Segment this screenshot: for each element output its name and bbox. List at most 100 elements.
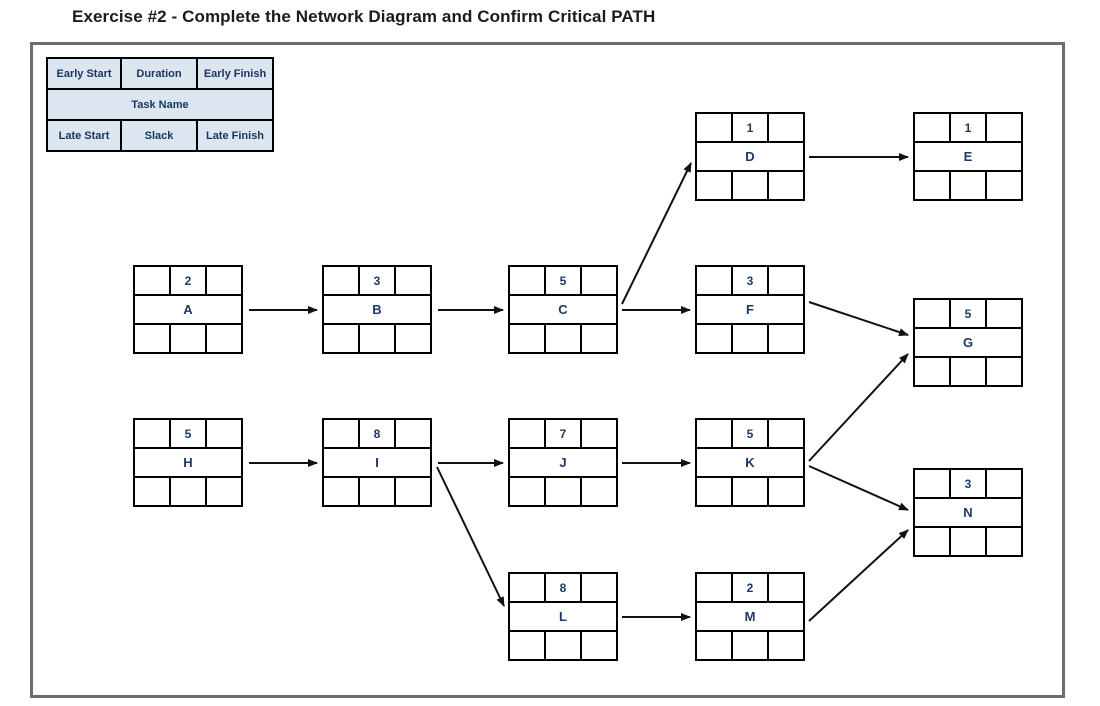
node-G: 5 G bbox=[913, 298, 1023, 387]
node-K-early-finish bbox=[769, 420, 803, 447]
node-L-task-name: L bbox=[510, 603, 616, 630]
node-H-slack bbox=[171, 478, 205, 505]
node-E-late-finish bbox=[987, 172, 1021, 199]
node-I-early-finish bbox=[396, 420, 430, 447]
node-K-late-start bbox=[697, 478, 731, 505]
node-K-slack bbox=[733, 478, 767, 505]
node-D-duration: 1 bbox=[733, 114, 767, 141]
node-A-early-finish bbox=[207, 267, 241, 294]
node-H: 5 H bbox=[133, 418, 243, 507]
node-B-late-finish bbox=[396, 325, 430, 352]
node-N: 3 N bbox=[913, 468, 1023, 557]
node-G-early-start bbox=[915, 300, 949, 327]
node-M-early-start bbox=[697, 574, 731, 601]
node-M-duration: 2 bbox=[733, 574, 767, 601]
node-B-duration: 3 bbox=[360, 267, 394, 294]
node-A-slack bbox=[171, 325, 205, 352]
node-H-early-start bbox=[135, 420, 169, 447]
node-E-early-finish bbox=[987, 114, 1021, 141]
node-N-task-name: N bbox=[915, 499, 1021, 526]
node-L-early-start bbox=[510, 574, 544, 601]
node-J-early-finish bbox=[582, 420, 616, 447]
legend-late-start: Late Start bbox=[48, 121, 120, 150]
node-G-task-name: G bbox=[915, 329, 1021, 356]
node-I-late-start bbox=[324, 478, 358, 505]
node-B-late-start bbox=[324, 325, 358, 352]
node-E-early-start bbox=[915, 114, 949, 141]
node-G-duration: 5 bbox=[951, 300, 985, 327]
node-I-duration: 8 bbox=[360, 420, 394, 447]
node-C-task-name: C bbox=[510, 296, 616, 323]
node-K-duration: 5 bbox=[733, 420, 767, 447]
node-M-early-finish bbox=[769, 574, 803, 601]
node-B-slack bbox=[360, 325, 394, 352]
node-E: 1 E bbox=[913, 112, 1023, 201]
node-N-late-finish bbox=[987, 528, 1021, 555]
node-A: 2 A bbox=[133, 265, 243, 354]
node-C-early-start bbox=[510, 267, 544, 294]
node-N-slack bbox=[951, 528, 985, 555]
node-G-late-start bbox=[915, 358, 949, 385]
node-F-late-finish bbox=[769, 325, 803, 352]
node-J-late-start bbox=[510, 478, 544, 505]
legend-late-finish: Late Finish bbox=[198, 121, 272, 150]
node-M-late-finish bbox=[769, 632, 803, 659]
node-F-early-start bbox=[697, 267, 731, 294]
node-C-duration: 5 bbox=[546, 267, 580, 294]
node-B: 3 B bbox=[322, 265, 432, 354]
node-L-late-finish bbox=[582, 632, 616, 659]
node-I: 8 I bbox=[322, 418, 432, 507]
node-J-slack bbox=[546, 478, 580, 505]
node-K-late-finish bbox=[769, 478, 803, 505]
node-I-task-name: I bbox=[324, 449, 430, 476]
node-I-slack bbox=[360, 478, 394, 505]
node-E-slack bbox=[951, 172, 985, 199]
node-J-task-name: J bbox=[510, 449, 616, 476]
node-K-early-start bbox=[697, 420, 731, 447]
node-M-late-start bbox=[697, 632, 731, 659]
node-G-early-finish bbox=[987, 300, 1021, 327]
node-E-task-name: E bbox=[915, 143, 1021, 170]
node-D-late-start bbox=[697, 172, 731, 199]
node-A-late-finish bbox=[207, 325, 241, 352]
node-N-early-finish bbox=[987, 470, 1021, 497]
legend-task-name: Task Name bbox=[48, 90, 272, 119]
node-C-early-finish bbox=[582, 267, 616, 294]
node-D-slack bbox=[733, 172, 767, 199]
node-N-late-start bbox=[915, 528, 949, 555]
node-D-late-finish bbox=[769, 172, 803, 199]
node-F-duration: 3 bbox=[733, 267, 767, 294]
node-F-slack bbox=[733, 325, 767, 352]
node-D-early-finish bbox=[769, 114, 803, 141]
node-A-task-name: A bbox=[135, 296, 241, 323]
legend-key: Early Start Duration Early Finish Task N… bbox=[46, 57, 274, 152]
node-C-slack bbox=[546, 325, 580, 352]
node-M: 2 M bbox=[695, 572, 805, 661]
node-D: 1 D bbox=[695, 112, 805, 201]
node-G-slack bbox=[951, 358, 985, 385]
node-E-duration: 1 bbox=[951, 114, 985, 141]
node-A-early-start bbox=[135, 267, 169, 294]
node-F: 3 F bbox=[695, 265, 805, 354]
node-N-early-start bbox=[915, 470, 949, 497]
node-J-early-start bbox=[510, 420, 544, 447]
node-D-early-start bbox=[697, 114, 731, 141]
page-title: Exercise #2 - Complete the Network Diagr… bbox=[72, 7, 656, 26]
node-H-early-finish bbox=[207, 420, 241, 447]
node-L-late-start bbox=[510, 632, 544, 659]
node-K-task-name: K bbox=[697, 449, 803, 476]
node-J-late-finish bbox=[582, 478, 616, 505]
node-F-task-name: F bbox=[697, 296, 803, 323]
node-L: 8 L bbox=[508, 572, 618, 661]
node-F-early-finish bbox=[769, 267, 803, 294]
node-J-duration: 7 bbox=[546, 420, 580, 447]
node-C: 5 C bbox=[508, 265, 618, 354]
node-I-late-finish bbox=[396, 478, 430, 505]
node-M-task-name: M bbox=[697, 603, 803, 630]
legend-early-start: Early Start bbox=[48, 59, 120, 88]
node-J: 7 J bbox=[508, 418, 618, 507]
node-I-early-start bbox=[324, 420, 358, 447]
node-K: 5 K bbox=[695, 418, 805, 507]
node-C-late-finish bbox=[582, 325, 616, 352]
legend-slack: Slack bbox=[122, 121, 196, 150]
